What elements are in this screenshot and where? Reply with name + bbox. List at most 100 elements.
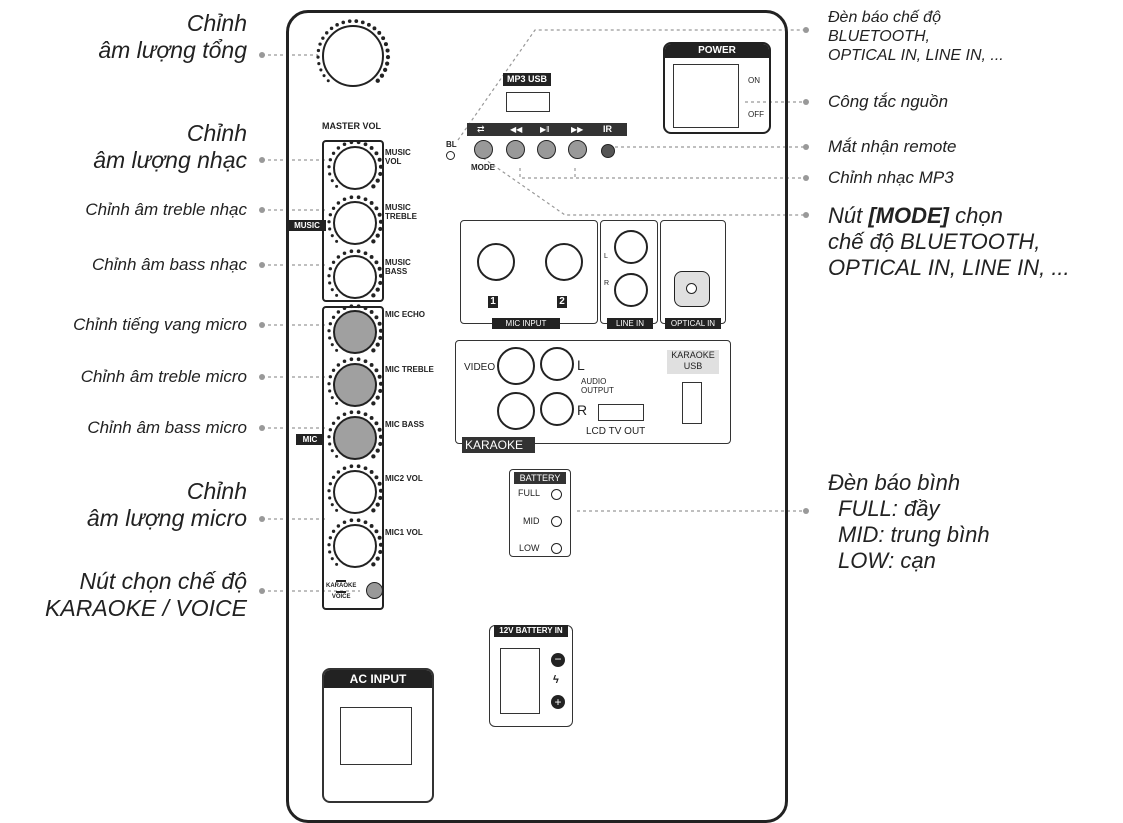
knob-tick [363,520,368,525]
knob-tick [328,213,333,217]
video-out-jack-2[interactable] [497,392,535,430]
label-mp3-control: Chỉnh nhạc MP3 [828,168,954,187]
knob-tick [385,55,391,60]
mic2-vol-label: MIC2 VOL [385,474,423,483]
line-in-l-jack[interactable] [614,230,648,264]
knob-tick [371,239,376,244]
music-vol-knob[interactable] [333,146,377,190]
knob-tick [371,348,376,353]
knob-tick [328,442,332,446]
lcd-tv-out-port[interactable] [598,404,644,421]
play-pause-button[interactable] [537,140,556,159]
line-in-r-jack[interactable] [614,273,648,307]
mp3-usb-tag: MP3 USB [503,73,551,86]
knob-tick [356,410,361,415]
knob-tick [372,26,377,31]
knob-tick [316,48,321,53]
knob-tick [374,206,379,211]
knob-tick [356,195,361,200]
knob-tick [342,251,347,255]
knob-tick [336,146,341,150]
knob-tick [356,518,361,523]
knob-tick [328,172,332,176]
knob-tick [328,536,333,540]
music-treble-knob[interactable] [333,201,377,245]
label-mic-echo: Chỉnh tiếng vang micro [73,315,247,334]
label-remote-eye: Mắt nhận remote [828,137,957,156]
knob-tick [374,260,379,265]
line-in-l-label: L [604,253,608,260]
knob-tick [349,518,354,523]
mic2-vol-knob[interactable] [333,470,377,514]
knob-tick [341,20,346,25]
optical-in-port[interactable] [674,271,710,307]
karaoke-usb-port[interactable] [682,382,702,424]
knob-tick [316,55,320,59]
knob-tick [374,315,379,320]
label-mode-button: Nút [MODE] chọn chế độ BLUETOOTH, OPTICA… [828,203,1070,280]
knob-tick [336,363,341,367]
knob-tick [378,226,383,232]
karaoke-voice-button[interactable] [366,582,383,599]
knob-tick [374,151,379,156]
knob-tick [317,62,321,66]
knob-tick [371,454,376,459]
battery-low-led [551,543,562,554]
knob-tick [369,255,374,259]
label-music-vol: Chỉnh âm lượng nhạc [93,120,247,173]
ir-label: IR [603,124,612,134]
battery-full-led [551,489,562,500]
knob-tick [328,158,333,162]
audio-out-l-jack[interactable] [540,347,574,381]
knob-tick [321,36,325,40]
knob-tick [377,321,382,326]
knob-tick [378,335,383,341]
knob-tick [328,496,332,500]
battery-in-port[interactable] [500,648,540,714]
ac-input-port[interactable] [340,707,412,765]
knob-tick [375,448,380,453]
mic-treble-knob[interactable] [333,363,377,407]
mic1-jack[interactable] [477,243,515,281]
music-group-tag: MUSIC [288,220,326,231]
knob-tick [331,206,336,211]
music-bass-knob[interactable] [333,255,377,299]
previous-button[interactable] [506,140,525,159]
power-switch[interactable] [673,64,739,128]
label-mic-treble: Chỉnh âm treble micro [80,367,247,386]
knob-tick [375,342,380,347]
battery-low-label: LOW [519,543,540,553]
minus-icon: − [551,653,565,667]
mic-bass-knob[interactable] [333,416,377,460]
bl-label: BL [446,140,457,149]
knob-tick [374,421,379,426]
knob-tick [328,389,332,393]
knob-tick [322,74,326,78]
play-pause-icon: ▶‖ [540,125,550,134]
video-out-jack[interactable] [497,347,535,385]
next-button[interactable] [568,140,587,159]
mic1-vol-knob[interactable] [333,524,377,568]
knob-tick [375,287,380,292]
knob-tick [375,556,380,561]
knob-tick [336,524,341,528]
mode-button[interactable] [474,140,493,159]
knob-tick [385,48,390,53]
knob-tick [377,374,382,379]
knob-tick [327,543,331,547]
knob-tick [342,142,347,146]
knob-tick [377,30,382,35]
knob-tick [371,184,376,189]
label-music-treble: Chỉnh âm treble nhạc [85,200,247,219]
mic2-jack[interactable] [545,243,583,281]
knob-tick [349,195,354,200]
knob-tick [327,274,331,278]
master-vol-knob[interactable] [322,25,384,87]
mp3-usb-port[interactable] [506,92,550,112]
knob-tick [342,359,347,363]
mic-echo-knob[interactable] [333,310,377,354]
knob-tick [328,375,333,379]
label-master-vol: Chỉnh âm lượng tổng [98,10,247,63]
knob-tick [335,401,339,405]
audio-out-r-jack[interactable] [540,392,574,426]
